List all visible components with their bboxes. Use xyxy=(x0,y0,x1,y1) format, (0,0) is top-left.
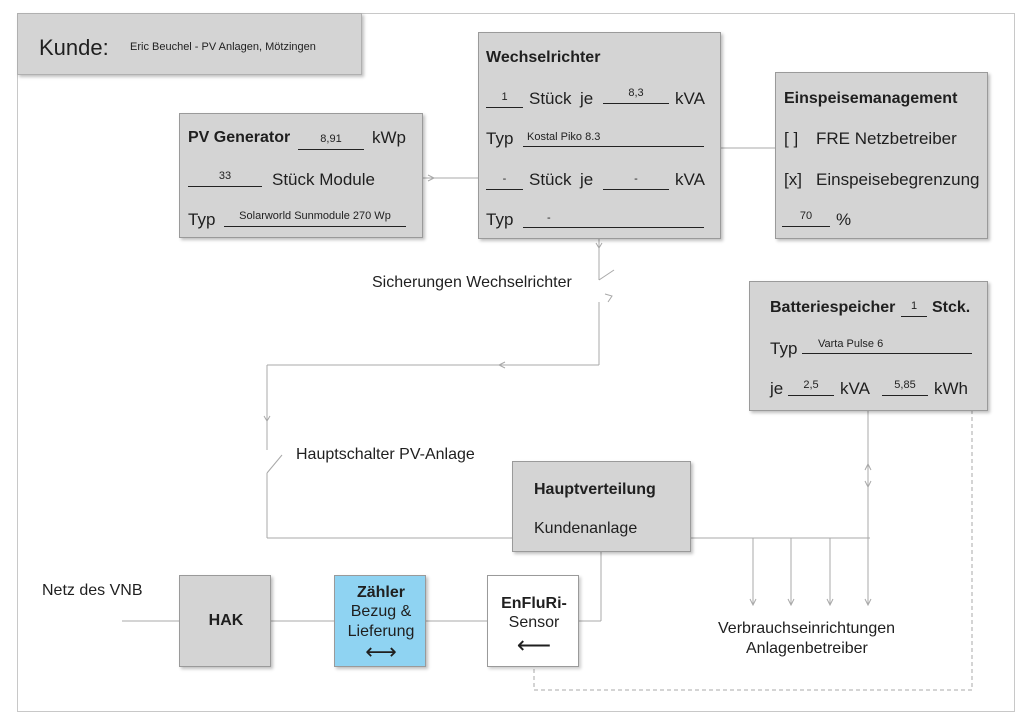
battery-kwh-unit: kWh xyxy=(934,379,968,398)
pv-power-unit: kWp xyxy=(372,128,406,147)
feed-in-option2-label: Einspeisebegrenzung xyxy=(816,170,980,189)
feed-in-option1-label: FRE Netzbetreiber xyxy=(816,129,957,148)
feed-in-percent-value: 70 xyxy=(782,209,830,227)
pv-generator-title: PV Generator xyxy=(188,129,291,146)
distribution-subtitle: Kundenanlage xyxy=(534,520,638,537)
inverter-unit-2: kVA xyxy=(675,170,705,189)
feed-in-title: Einspeisemanagement xyxy=(784,90,958,107)
feed-in-option1-checkbox: [ ] xyxy=(784,129,799,148)
inverter-unit-1: kVA xyxy=(675,89,705,108)
hak-box: HAK xyxy=(179,575,271,667)
customer-label: Kunde: xyxy=(39,35,109,60)
pv-modules-label: Stück Module xyxy=(272,170,375,189)
main-distribution-box: Hauptverteilung Kundenanlage xyxy=(512,461,691,552)
inverter-kva-2: - xyxy=(603,172,669,190)
inverter-je-1: je xyxy=(580,89,594,108)
pv-type-value: Solarworld Sunmodule 270 Wp xyxy=(224,209,406,227)
inverter-count-2: - xyxy=(486,172,523,190)
battery-type-label: Typ xyxy=(770,339,798,358)
inverter-piece-2: Stück xyxy=(529,170,572,189)
battery-je-label: je xyxy=(770,379,784,398)
consumers-label-1: Verbrauchseinrichtungen xyxy=(718,620,896,637)
bidirectional-arrow-icon: ⟷ xyxy=(365,640,397,665)
meter-title: Zähler xyxy=(356,584,405,601)
sensor-line2: Sensor xyxy=(508,614,560,631)
battery-title: Batteriespeicher xyxy=(770,299,896,316)
meter-box: Zähler Bezug & Lieferung ⟷ xyxy=(334,575,426,667)
battery-kwh-value: 5,85 xyxy=(882,378,928,396)
inverter-type-1: Kostal Piko 8.3 xyxy=(523,130,704,147)
meter-line3: Lieferung xyxy=(347,623,415,640)
sensor-title: EnFluRi- xyxy=(501,595,567,612)
diagram-frame xyxy=(17,13,1015,712)
inverter-kva-1: 8,3 xyxy=(603,86,669,104)
inverter-type-2: - xyxy=(523,211,704,228)
pv-generator-box: PV Generator 8,91 kWp 33 Stück Module Ty… xyxy=(179,113,423,238)
feed-in-management-box: Einspeisemanagement [ ] FRE Netzbetreibe… xyxy=(775,72,988,239)
grid-label: Netz des VNB xyxy=(42,582,143,599)
customer-box: Kunde: Eric Beuchel - PV Anlagen, Mötzin… xyxy=(17,13,362,75)
meter-line2: Bezug & xyxy=(350,603,412,620)
main-switch-label: Hauptschalter PV-Anlage xyxy=(296,446,475,463)
hak-title: HAK xyxy=(208,612,244,629)
inverter-type-label-1: Typ xyxy=(486,129,514,148)
battery-count-unit: Stck. xyxy=(932,299,971,316)
battery-storage-box: Batteriespeicher 1 Stck. Typ Varta Pulse… xyxy=(749,281,988,411)
feed-in-option2-checkbox: [x] xyxy=(784,170,802,189)
inverter-count-1: 1 xyxy=(486,90,523,108)
inverter-title: Wechselrichter xyxy=(486,49,601,66)
battery-kva-value: 2,5 xyxy=(788,378,834,396)
enfluri-sensor-box: EnFluRi- Sensor ⟵ xyxy=(487,575,579,667)
pv-modules-count: 33 xyxy=(188,169,262,187)
customer-name: Eric Beuchel - PV Anlagen, Mötzingen xyxy=(130,41,316,53)
left-arrow-icon: ⟵ xyxy=(516,631,552,659)
battery-count: 1 xyxy=(901,299,927,317)
feed-in-percent-unit: % xyxy=(836,210,852,229)
inverter-piece-1: Stück xyxy=(529,89,572,108)
pv-power-value: 8,91 xyxy=(298,132,364,150)
battery-kva-unit: kVA xyxy=(840,379,870,398)
inverter-type-label-2: Typ xyxy=(486,210,514,229)
inverter-je-2: je xyxy=(580,170,594,189)
fuses-label: Sicherungen Wechselrichter xyxy=(372,274,572,291)
distribution-title: Hauptverteilung xyxy=(534,481,656,498)
consumers-label-2: Anlagenbetreiber xyxy=(746,640,868,657)
pv-type-label: Typ xyxy=(188,210,216,229)
battery-type: Varta Pulse 6 xyxy=(802,337,972,354)
inverter-box: Wechselrichter 1 Stück je 8,3 kVA Typ Ko… xyxy=(478,32,721,239)
